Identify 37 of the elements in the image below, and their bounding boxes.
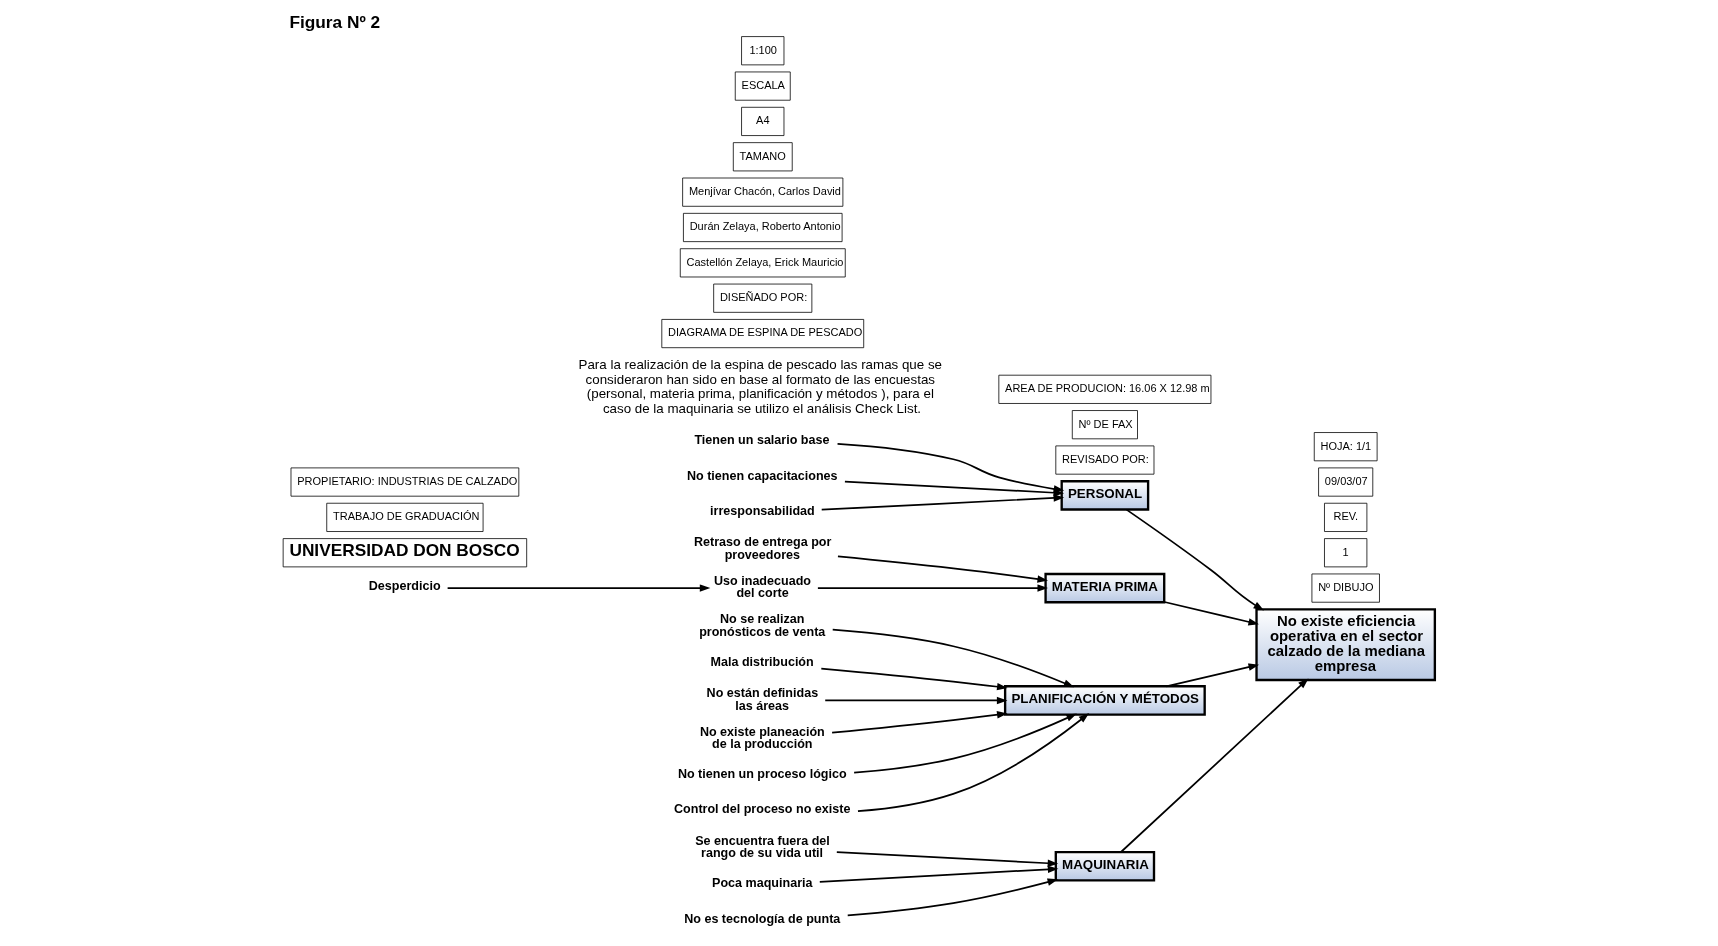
label: Castellón Zelaya, Erick Mauricio	[686, 255, 844, 268]
label: TAMANO	[739, 149, 786, 162]
label: Durán Zelaya, Roberto Antonio	[689, 220, 841, 233]
label: TRABAJO DE GRADUACIÓN	[333, 510, 480, 523]
node-text: No existe planeación de la producción	[699, 724, 825, 752]
label: 1:100	[749, 43, 777, 56]
node-text: Retraso de entrega por proveedores	[694, 535, 832, 562]
label: PROPIETARIO: INDUSTRIAS DE CALZADO	[297, 474, 518, 487]
label: Nº DIBUJO	[1318, 581, 1374, 593]
diagram-title: Figura Nº 2	[289, 11, 381, 32]
node-text: Control del proceso no existe	[673, 802, 851, 817]
node-text: Poca maquinaria	[712, 876, 813, 891]
node-text: No tienen un proceso lógico	[677, 767, 847, 782]
label: AREA DE PRODUCION: 16.06 X 12.98 m	[1005, 382, 1210, 395]
label: UNIVERSIDAD DON BOSCO	[289, 540, 520, 561]
label: REVISADO POR:	[1062, 452, 1149, 465]
node-text: No tienen capacitaciones	[686, 468, 838, 483]
node-text: Mala distribución	[710, 654, 814, 669]
label: DIAGRAMA DE ESPINA DE PESCADO	[668, 326, 863, 339]
node-text: irresponsabilidad	[710, 503, 815, 518]
node-text: No se realizan pronósticos de venta	[699, 612, 826, 639]
node-text: Se encuentra fuera del rango de su vida util	[695, 833, 830, 861]
node-text: No es tecnología de punta	[684, 911, 841, 926]
label: REV.	[1333, 510, 1359, 523]
label: DISEÑADO POR:	[719, 291, 808, 304]
label: ESCALA	[741, 78, 785, 91]
caption: Para la realización de la espina de pescado las ramas que se consideraron han sido en base al formato de las encuestas (personal, materia prima, planificación y métodos ), para el caso de la maquinaria se utilizo el análisis Check List.	[578, 356, 942, 417]
node-text: No están definidas las áreas	[706, 686, 819, 713]
label: 1	[1342, 545, 1349, 558]
label: 09/03/07	[1324, 474, 1368, 487]
label: A4	[756, 114, 770, 127]
label: HOJA: 1/1	[1320, 439, 1372, 452]
node-text: Tienen un salario base	[694, 433, 830, 448]
label: Nº DE FAX	[1078, 417, 1133, 430]
node-text: Uso inadecuado del corte	[714, 573, 811, 601]
label: Menjívar Chacón, Carlos David	[688, 185, 841, 198]
node-text: Desperdicio	[368, 579, 441, 594]
